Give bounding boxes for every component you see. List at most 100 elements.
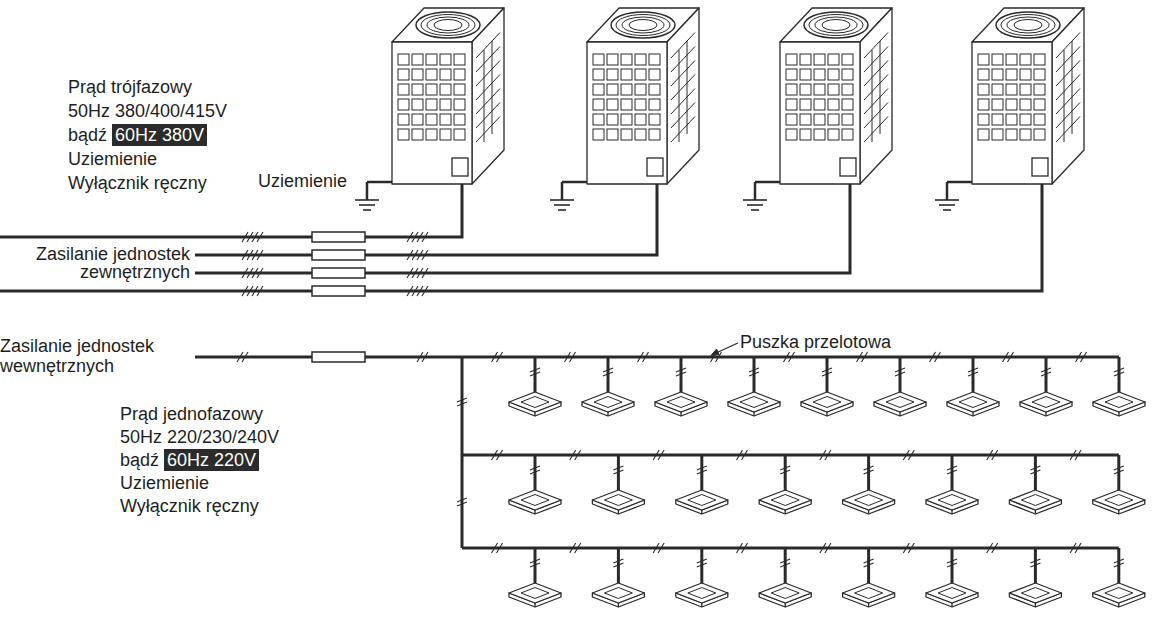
wire-count-tick: [1114, 470, 1124, 474]
grille-line: [687, 41, 688, 134]
supply-spec: bądź: [68, 124, 107, 146]
wire-count-tick: [575, 450, 581, 460]
wire-count-tick: [497, 543, 503, 553]
wire-count-tick: [603, 372, 613, 376]
grille-cell: [426, 99, 437, 110]
cassette-edge: [618, 603, 619, 607]
grille-cell: [440, 54, 451, 65]
grille-cell: [593, 69, 604, 80]
grille-cell: [1006, 84, 1017, 95]
wire-count-tick: [1114, 466, 1124, 470]
wire-count-tick: [257, 268, 263, 278]
ground-symbol: [939, 204, 955, 206]
wire-count-tick: [697, 466, 707, 470]
cassette-grille: [1105, 588, 1133, 599]
cassette-grille: [688, 588, 716, 599]
wire-count-tick: [1075, 543, 1081, 553]
wire-count-tick: [903, 543, 909, 553]
wire-count-tick: [749, 372, 759, 376]
grille-line: [1056, 33, 1080, 59]
wire-count-tick: [407, 286, 413, 296]
grille-cell: [440, 69, 451, 80]
ground-symbol: [943, 209, 951, 211]
grille-line: [1056, 47, 1080, 73]
wire-count-tick: [864, 563, 874, 567]
grille-cell: [978, 129, 989, 140]
manual-switch: [312, 268, 365, 278]
grille-cell: [814, 54, 825, 65]
cassette-grille: [771, 588, 799, 599]
grille-cell: [1006, 129, 1017, 140]
wire-count-tick: [864, 559, 874, 563]
supply-spec: Prąd jednofazowy: [120, 403, 263, 425]
supply-spec-highlight: 60Hz 220V: [164, 449, 259, 471]
fan-guard: [822, 20, 850, 31]
wire-count-tick: [247, 232, 253, 242]
cassette-panel: [1020, 392, 1072, 412]
grille-cell: [454, 69, 465, 80]
grille-cell: [1034, 99, 1045, 110]
wire-count-tick: [492, 450, 498, 460]
grille-line: [476, 75, 500, 101]
cassette-edge: [1118, 412, 1119, 416]
grille-cell: [828, 99, 839, 110]
cassette-grille: [855, 588, 883, 599]
grille-cell: [635, 99, 646, 110]
wire-count-tick: [497, 450, 503, 460]
cassette-grille: [521, 588, 549, 599]
wire-count-tick: [737, 450, 743, 460]
fan-guard: [434, 20, 462, 31]
wire-count-tick: [895, 372, 905, 376]
grille-cell: [1020, 69, 1031, 80]
grille-cell: [412, 99, 423, 110]
grille-cell: [800, 69, 811, 80]
grille-cell: [992, 54, 1003, 65]
cassette-panel: [655, 392, 707, 412]
grille-cell: [842, 54, 853, 65]
grille-cell: [649, 84, 660, 95]
wire-count-tick: [530, 466, 540, 470]
wire-count-tick: [570, 450, 576, 460]
unit-front: [392, 42, 472, 184]
wire-count-tick: [1070, 543, 1076, 553]
unit-side: [1052, 8, 1084, 184]
grille-cell: [992, 114, 1003, 125]
wire-count-tick: [457, 402, 467, 406]
wire-count-tick: [457, 398, 467, 402]
wire-count-tick: [1030, 466, 1040, 470]
manual-switch: [312, 232, 365, 242]
grille-line: [864, 61, 888, 87]
wire-count-tick: [613, 563, 623, 567]
grille-cell: [440, 114, 451, 125]
wire-count-tick: [530, 559, 540, 563]
grille-line: [1056, 75, 1080, 101]
wire-count-tick: [643, 352, 649, 362]
grille-line: [476, 117, 500, 143]
terminal-box: [1032, 158, 1048, 176]
grille-cell: [1020, 54, 1031, 65]
wire-count-tick: [247, 286, 253, 296]
grille-cell: [786, 84, 797, 95]
callout-label: Puszka przelotowa: [740, 331, 891, 353]
cassette-grille: [521, 495, 549, 506]
grille-cell: [454, 129, 465, 140]
cassette-grille: [594, 397, 622, 408]
cassette-panel: [592, 490, 644, 510]
cassette-panel: [676, 490, 728, 510]
ground-symbol: [747, 204, 763, 206]
fan-guard: [1014, 20, 1042, 31]
cassette-panel: [874, 392, 926, 412]
wire-count-tick: [1003, 352, 1009, 362]
grille-line: [864, 89, 888, 115]
cassette-grille: [938, 588, 966, 599]
grille-cell: [842, 84, 853, 95]
indoor-power-wire: [462, 547, 1119, 550]
wire-count-tick: [992, 450, 998, 460]
grille-cell: [607, 129, 618, 140]
wire-count-tick: [417, 268, 423, 278]
wire-count-tick: [530, 372, 540, 376]
cassette-edge: [534, 412, 535, 416]
cassette-edge: [534, 510, 535, 514]
terminal-box: [647, 158, 663, 176]
cassette-panel: [582, 392, 634, 412]
